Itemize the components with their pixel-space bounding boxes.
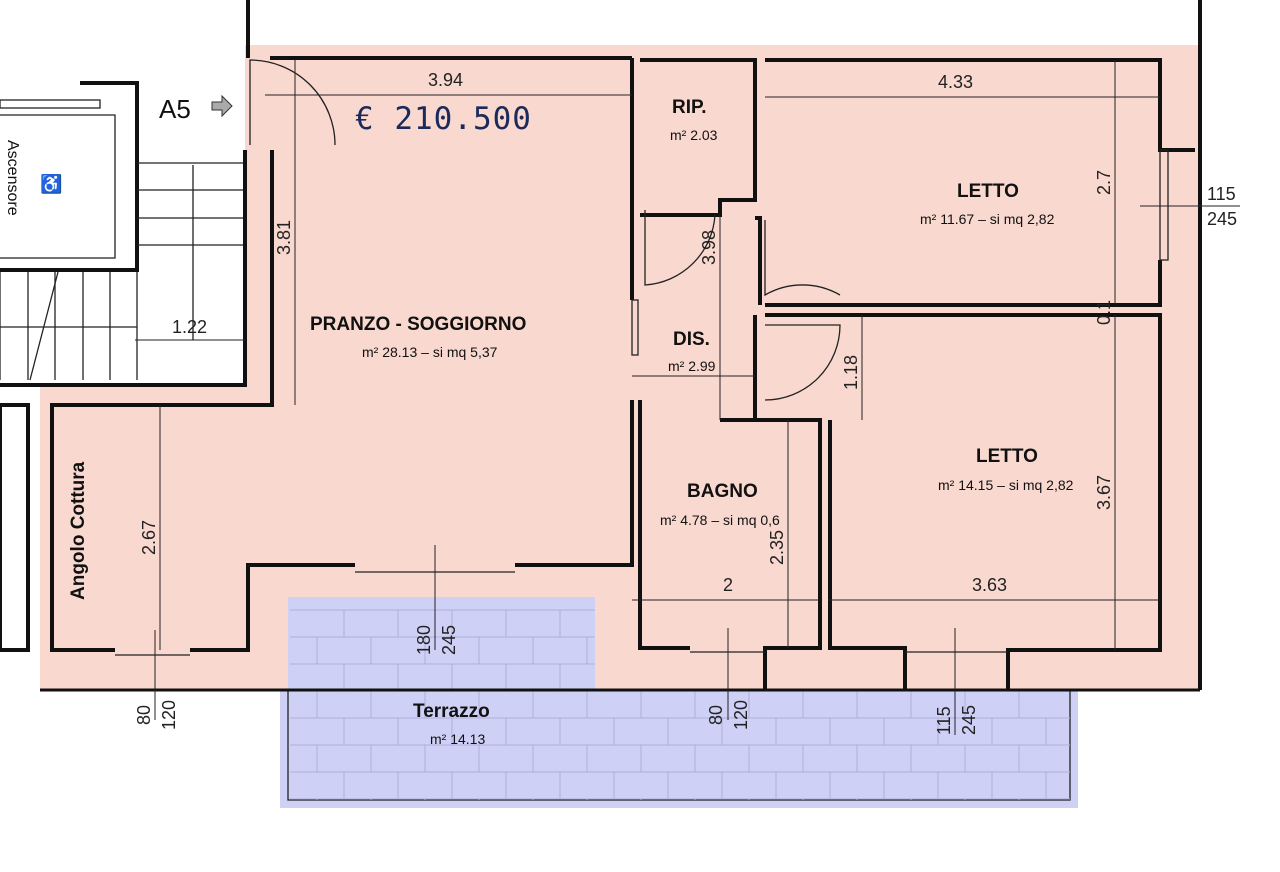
stairwell bbox=[0, 81, 247, 652]
dim-window-bed1-height: 115 bbox=[1207, 184, 1236, 204]
price: € 210.500 bbox=[355, 101, 532, 137]
doors bbox=[249, 59, 841, 401]
dim-window-bath-width: 120 bbox=[731, 700, 751, 730]
room-area-living: m² 28.13 – si mq 5,37 bbox=[362, 344, 498, 360]
room-name-storage: RIP. bbox=[672, 97, 707, 118]
dim-bed1-width: 4.33 bbox=[938, 72, 973, 92]
dim-window-bed1-width: 245 bbox=[1207, 209, 1237, 229]
room-area-hall: m² 2.99 bbox=[668, 358, 716, 374]
room-area-storage: m² 2.03 bbox=[670, 127, 718, 143]
room-area-bathroom: m² 4.78 – si mq 0,6 bbox=[660, 512, 780, 528]
apartment-interior bbox=[40, 45, 1200, 690]
dim-bed1-depth: 2.7 bbox=[1094, 170, 1114, 195]
dim-window-bed2-height: 115 bbox=[934, 706, 954, 735]
room-name-hall: DIS. bbox=[673, 329, 710, 350]
dim-living-depth: 3.81 bbox=[274, 220, 294, 255]
dim-window-living-width: 245 bbox=[439, 625, 459, 655]
dim-window-bed2-width: 245 bbox=[959, 705, 979, 735]
room-name-terrace: Terrazzo bbox=[413, 701, 490, 722]
dim-hall-length: 3.98 bbox=[699, 230, 719, 265]
elevator-label: Ascensore bbox=[4, 140, 21, 216]
room-name-living: PRANZO - SOGGIORNO bbox=[310, 314, 526, 335]
dimension-lines bbox=[135, 60, 1240, 735]
entrance-arrow-icon bbox=[211, 94, 233, 118]
dim-bath-depth: 2.35 bbox=[767, 530, 787, 565]
room-area-terrace: m² 14.13 bbox=[430, 731, 485, 747]
dim-window-kitchen-height: 80 bbox=[134, 705, 154, 725]
room-area-bedroom2: m² 14.15 – si mq 2,82 bbox=[938, 477, 1074, 493]
dim-wall-gap: 0.1 bbox=[1094, 300, 1114, 325]
room-name-bathroom: BAGNO bbox=[687, 481, 758, 502]
unit-label: A5 bbox=[159, 94, 191, 124]
room-name-kitchen: Angolo Cottura bbox=[68, 461, 89, 600]
room-area-bedroom1: m² 11.67 – si mq 2,82 bbox=[920, 211, 1055, 227]
dim-stair-width: 1.22 bbox=[172, 317, 207, 337]
room-name-bedroom2: LETTO bbox=[976, 446, 1038, 467]
dim-bed2-width: 3.63 bbox=[972, 575, 1007, 595]
dim-window-kitchen-width: 120 bbox=[159, 700, 179, 730]
dim-bed2-depth: 3.67 bbox=[1094, 475, 1114, 510]
wheelchair-icon: ♿ bbox=[40, 173, 62, 194]
dim-living-width: 3.94 bbox=[428, 70, 463, 90]
dim-kitchen-depth: 2.67 bbox=[139, 520, 159, 555]
walls bbox=[40, 0, 1202, 692]
dim-bath-width: 2 bbox=[723, 575, 733, 595]
dim-window-living-height: 180 bbox=[414, 625, 434, 655]
dim-door-depth: 1.18 bbox=[841, 355, 861, 390]
room-name-bedroom1: LETTO bbox=[957, 181, 1019, 202]
dim-window-bath-height: 80 bbox=[706, 705, 726, 725]
